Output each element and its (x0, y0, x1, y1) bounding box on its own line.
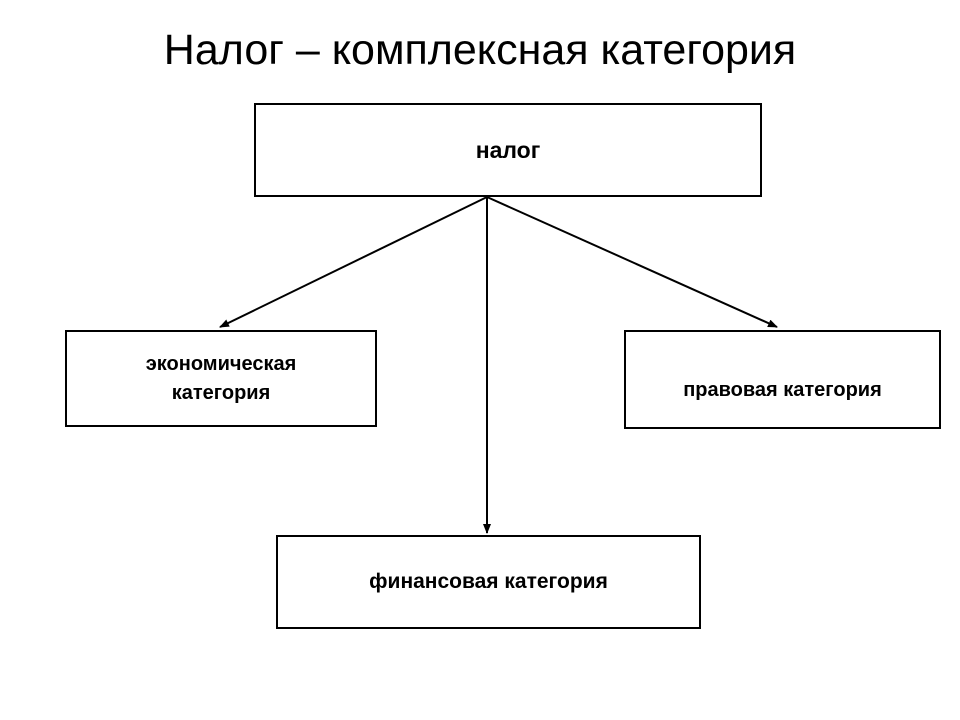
node-legal-category-label: правовая категория (683, 379, 882, 401)
node-financial-category[interactable]: финансовая категория (276, 535, 701, 629)
node-nalog[interactable]: налог (254, 103, 762, 197)
page-title: Налог – комплексная категория (163, 26, 797, 74)
node-nalog-label: налог (475, 136, 541, 163)
connector-root-to-legal (486, 196, 778, 328)
connector-root-to-economic (219, 196, 488, 328)
node-economic-category-label: экономическая категория (145, 352, 297, 404)
node-legal-category[interactable]: правовая категория (624, 330, 941, 429)
node-economic-category[interactable]: экономическая категория (65, 330, 377, 427)
node-financial-category-label: финансовая категория (369, 570, 608, 593)
